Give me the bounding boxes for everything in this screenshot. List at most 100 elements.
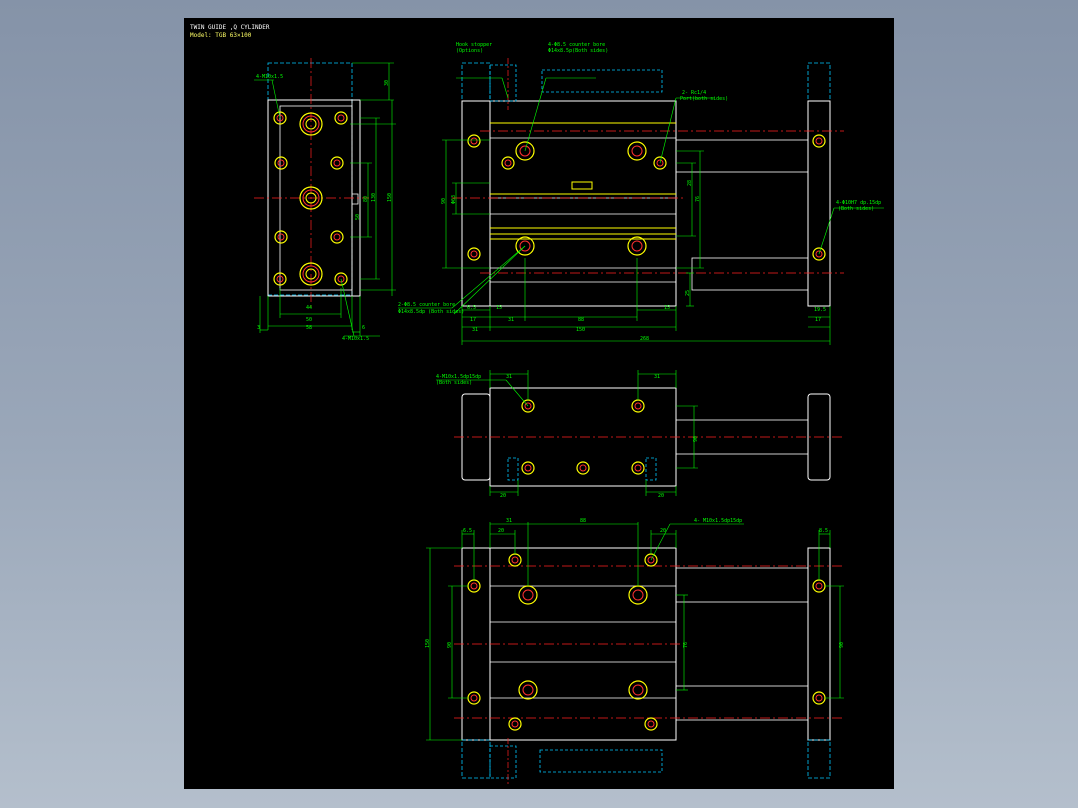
side-hole — [330, 156, 344, 170]
bottom-dim-t4: 88 — [580, 518, 586, 524]
front-dim-b2: 17 — [470, 317, 476, 323]
bottom-lower-rod — [675, 685, 809, 721]
bottom-stopper-hidden — [489, 745, 517, 779]
side-dimension-lines — [254, 62, 396, 337]
front-dim-b6: 15 — [664, 305, 670, 311]
front-right-plate-hidden — [807, 62, 831, 102]
bottom-dim-center: 76 — [683, 642, 689, 648]
side-slot — [352, 193, 359, 205]
middle-dim-right: 90 — [693, 436, 699, 442]
middle-leader-sub: (Both sides) — [436, 380, 472, 386]
bottom-hole — [508, 717, 522, 731]
front-hole — [627, 236, 647, 256]
front-right-plate — [807, 100, 831, 307]
middle-leader: 4-M10x1.5dp15dp — [436, 374, 481, 380]
front-dim-right-1: 28 — [687, 180, 693, 186]
front-hole — [467, 134, 481, 148]
middle-hidden-slot — [645, 457, 657, 481]
front-nameplate — [571, 181, 593, 190]
drawing-title: TWIN GUIDE ,Q CYLINDER — [190, 24, 270, 31]
front-dim-right-2: 76 — [695, 196, 701, 202]
bottom-hole — [518, 680, 538, 700]
side-dim-bottom-1: 44 — [306, 305, 312, 311]
front-dim-total: 268 — [640, 336, 649, 342]
drawing-sheet: TWIN GUIDE ,Q CYLINDER Model: TGB 63×100 — [184, 18, 894, 789]
front-leader-guide-holes-sub: (Both sides) — [838, 206, 874, 212]
front-leader-port: 2- Rc1/4 — [682, 90, 706, 96]
side-dim-inner-1: 80 — [363, 196, 369, 202]
front-hole — [515, 236, 535, 256]
bottom-dim-t3: 31 — [506, 518, 512, 524]
front-hole — [812, 134, 826, 148]
middle-hidden-slot — [507, 457, 519, 481]
middle-hole — [631, 461, 645, 475]
front-dim-b9: 19.5 — [814, 307, 826, 313]
side-large-hole — [299, 112, 323, 136]
bottom-left-plate-hidden — [461, 739, 491, 779]
front-leader-port-sub: Port(both sides) — [680, 96, 728, 102]
side-dim-right-small: 6 — [362, 325, 365, 331]
front-dim-b5: 88 — [578, 317, 584, 323]
middle-dim-bottom-right: 20 — [658, 493, 664, 499]
front-dim-b7: 150 — [576, 327, 585, 333]
front-hole — [812, 247, 826, 261]
front-upper-rod — [675, 139, 809, 173]
bottom-hole — [812, 579, 826, 593]
side-large-hole — [299, 262, 323, 286]
side-hole — [334, 111, 348, 125]
bottom-leader: 4- M10x1.5dp15dp — [694, 518, 742, 524]
bottom-dim-t6: 8.5 — [819, 528, 828, 534]
side-view: 4-M10x1.5 4-M10x1.5 30 80 130 150 50 44 … — [254, 58, 396, 342]
bottom-hole — [508, 553, 522, 567]
middle-dimension-lines — [436, 370, 698, 496]
middle-hole — [576, 461, 590, 475]
front-view: Hook stopper (Options) 4-Φ8.5 counter bo… — [398, 42, 884, 345]
side-hole — [274, 230, 288, 244]
front-stopper-hidden — [489, 64, 517, 102]
side-dim-top-right: 30 — [384, 80, 390, 86]
front-dim-left-2: Φ63 — [451, 195, 457, 204]
middle-view: 4-M10x1.5dp15dp (Both sides) 31 31 90 20… — [436, 370, 844, 499]
middle-hole — [521, 461, 535, 475]
front-hole — [467, 247, 481, 261]
front-dim-b10: 17 — [815, 317, 821, 323]
bottom-hole — [628, 585, 648, 605]
side-hole — [330, 230, 344, 244]
front-dim-b3: 15 — [496, 305, 502, 311]
cad-drawing: 4-M10x1.5 4-M10x1.5 30 80 130 150 50 44 … — [254, 42, 884, 786]
front-dim-b8: 31 — [472, 327, 478, 333]
bottom-upper-rod — [675, 567, 809, 603]
front-dim-b4: 31 — [508, 317, 514, 323]
side-leader-top: 4-M10x1.5 — [256, 74, 283, 80]
bottom-hole — [518, 585, 538, 605]
middle-hole — [631, 399, 645, 413]
drawing-model: Model: TGB 63×100 — [190, 32, 252, 39]
side-dim-left-small: 3 — [257, 325, 260, 331]
front-dim-right-3: 25 — [685, 290, 691, 296]
bottom-view: 4- M10x1.5dp15dp 6.5 20 31 88 20 8.5 150… — [425, 518, 845, 786]
front-hole — [515, 141, 535, 161]
bottom-dimension-lines — [426, 522, 844, 741]
side-hole — [273, 272, 287, 286]
side-hole — [334, 272, 348, 286]
side-dim-inner-2: 130 — [371, 193, 377, 202]
front-leader-stopper-sub: (Options) — [456, 48, 483, 54]
middle-dim-top-left: 31 — [506, 374, 512, 380]
front-left-plate-hidden — [461, 62, 491, 102]
front-leader-center-holes-sub: Φ14x8.5dp (Both sides) — [398, 309, 464, 315]
front-dim-b1: 6.5 — [467, 305, 476, 311]
side-large-hole — [299, 186, 323, 210]
bottom-stopper-bolt-hidden — [539, 749, 663, 773]
middle-right-plate — [807, 393, 831, 481]
side-dim-bottom-3: 58 — [306, 325, 312, 331]
front-port — [501, 156, 515, 170]
side-leader-bottom: 4-M10x1.5 — [342, 336, 369, 342]
front-body — [489, 100, 677, 307]
middle-dim-top-right: 31 — [654, 374, 660, 380]
front-port — [653, 156, 667, 170]
bottom-hole — [812, 691, 826, 705]
front-dimension-lines — [398, 77, 884, 345]
side-dim-inner-3: 150 — [387, 193, 393, 202]
front-left-plate — [461, 100, 491, 307]
side-hole — [274, 156, 288, 170]
